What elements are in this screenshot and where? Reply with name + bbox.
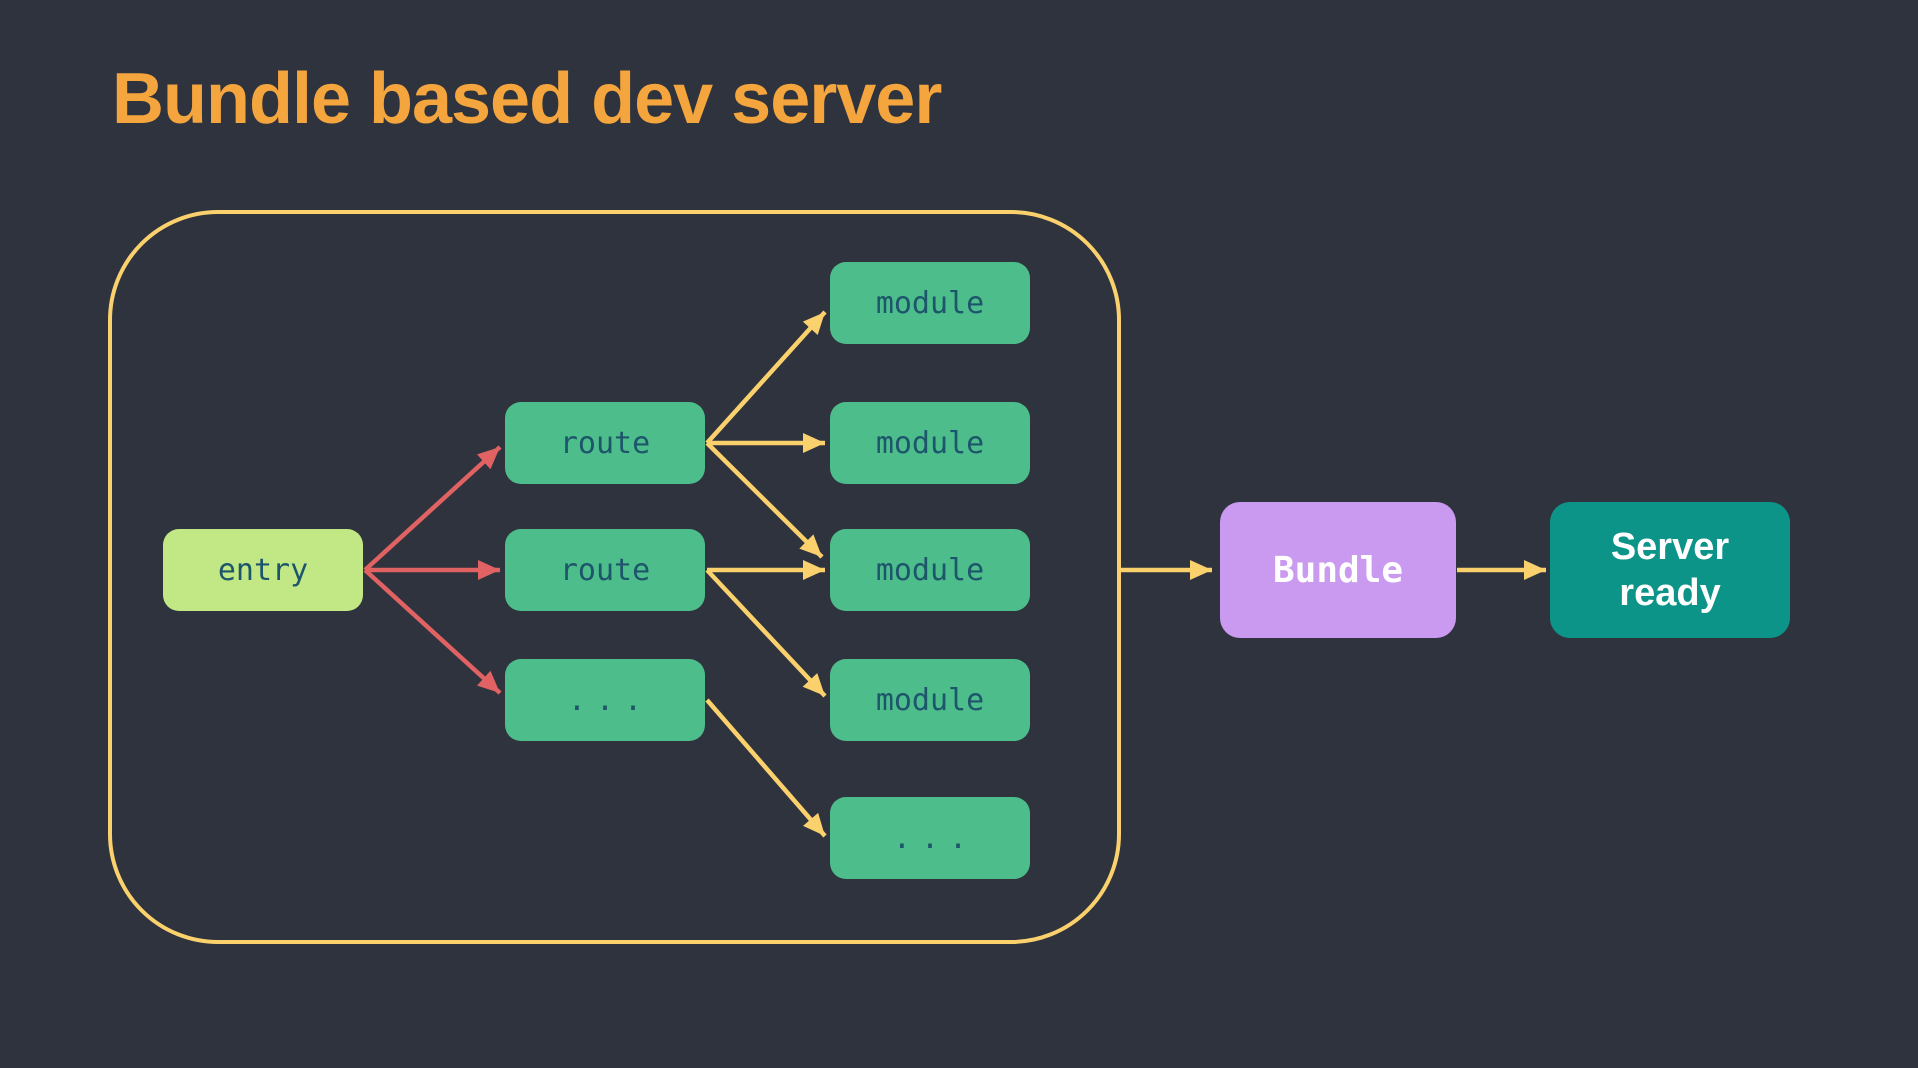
node-route-2: route	[505, 529, 705, 611]
node-bundle: Bundle	[1220, 502, 1456, 638]
node-entry: entry	[163, 529, 363, 611]
node-module-3: module	[830, 529, 1030, 611]
node-route-ellipsis-label: ...	[567, 682, 653, 718]
dev-server-boundary	[108, 210, 1121, 944]
node-module-2-label: module	[875, 425, 985, 461]
node-module-4: module	[830, 659, 1030, 741]
node-module-2: module	[830, 402, 1030, 484]
node-route-ellipsis: ...	[505, 659, 705, 741]
page-title: Bundle based dev server	[112, 59, 942, 139]
node-module-ellipsis-label: ...	[892, 820, 978, 856]
node-module-3-label: module	[875, 552, 985, 588]
node-module-ellipsis: ...	[830, 797, 1030, 879]
node-bundle-label: Bundle	[1272, 549, 1404, 591]
node-server-ready: Server ready	[1550, 502, 1790, 638]
node-module-4-label: module	[875, 682, 985, 718]
node-entry-label: entry	[217, 552, 309, 588]
node-server-ready-label-line1: Server	[1610, 525, 1730, 568]
node-server-ready-label-line2: ready	[1619, 572, 1721, 614]
node-route-1-label: route	[559, 425, 651, 461]
node-module-1: module	[830, 262, 1030, 344]
node-route-2-label: route	[559, 552, 651, 588]
node-route-1: route	[505, 402, 705, 484]
node-module-1-label: module	[875, 285, 985, 321]
